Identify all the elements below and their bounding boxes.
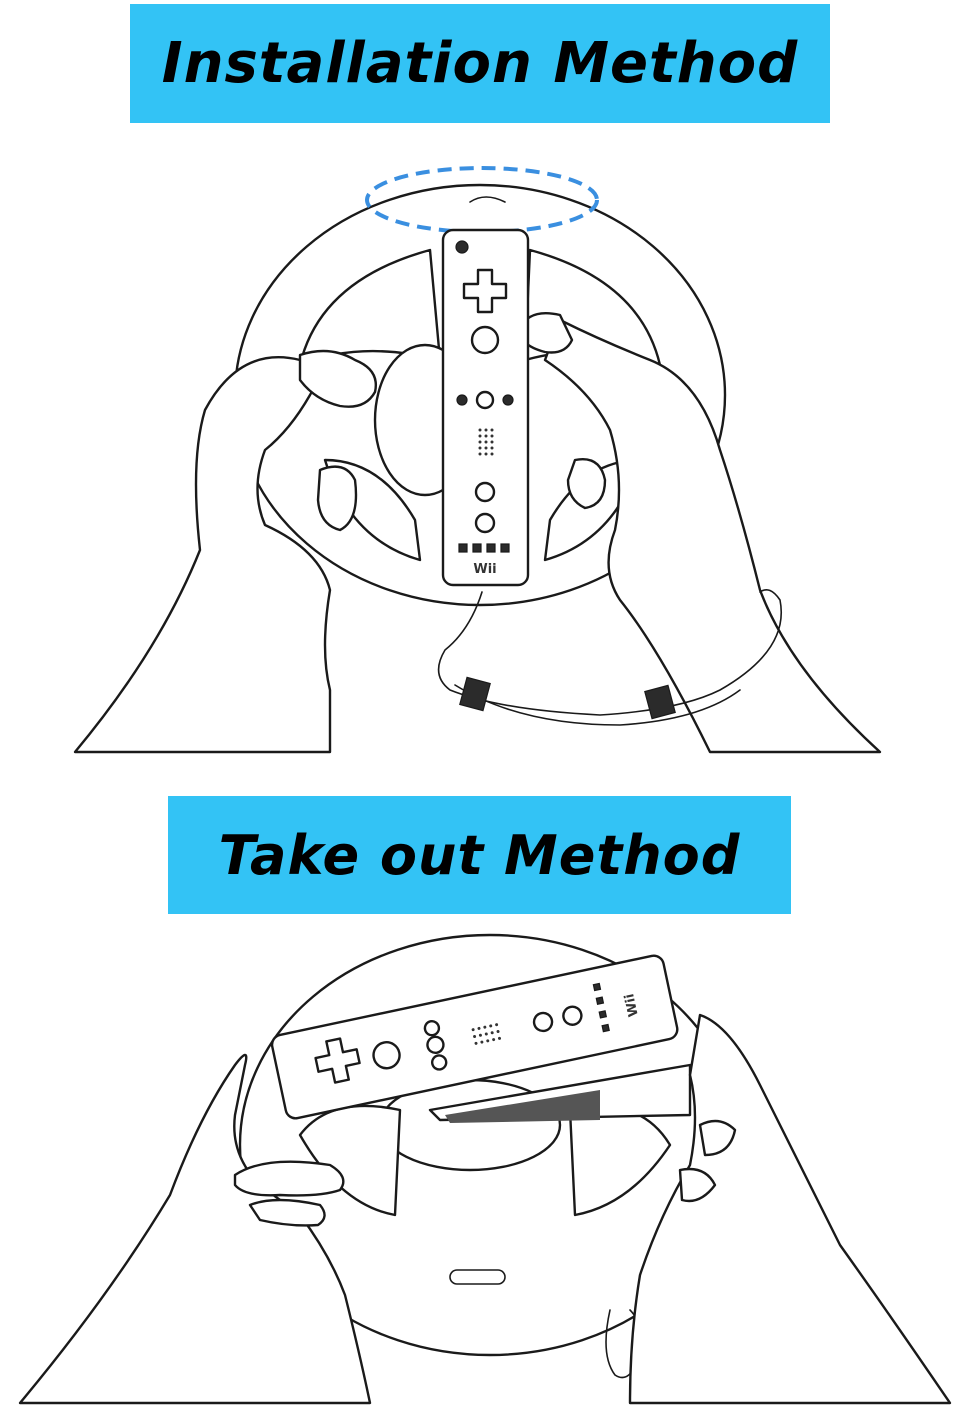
speaker-grille-icon [471, 1023, 502, 1045]
wii-logo-text: Wii [473, 562, 496, 577]
dpad-icon [314, 1037, 361, 1084]
take-out-illustration: Wii [18, 933, 952, 1405]
left-hand [18, 1053, 372, 1405]
remote-slot [428, 1063, 692, 1122]
wii-logo-text: Wii [622, 992, 642, 1018]
one-button-icon [474, 481, 496, 503]
installation-method-title: Installation Method [161, 31, 799, 96]
dpad-icon [462, 268, 508, 314]
left-hand [73, 349, 377, 754]
slot-highlight-ellipse [365, 166, 599, 234]
right-hand [518, 311, 882, 754]
wrist-strap [437, 589, 782, 726]
wii-remote: Wii [270, 954, 679, 1120]
two-button-icon [474, 512, 496, 534]
a-button-icon [372, 1041, 401, 1070]
one-button-icon [532, 1011, 554, 1033]
a-button-icon [470, 325, 500, 355]
installation-method-banner: Installation Method [130, 4, 830, 123]
wii-remote: Wii [441, 228, 530, 587]
take-out-method-title: Take out Method [218, 823, 741, 887]
power-button-icon [455, 240, 469, 254]
two-button-icon [562, 1005, 583, 1026]
speaker-grille-icon [478, 428, 494, 456]
right-hand [628, 1013, 952, 1405]
take-out-method-banner: Take out Method [168, 796, 791, 914]
installation-illustration: Wii [73, 166, 882, 754]
